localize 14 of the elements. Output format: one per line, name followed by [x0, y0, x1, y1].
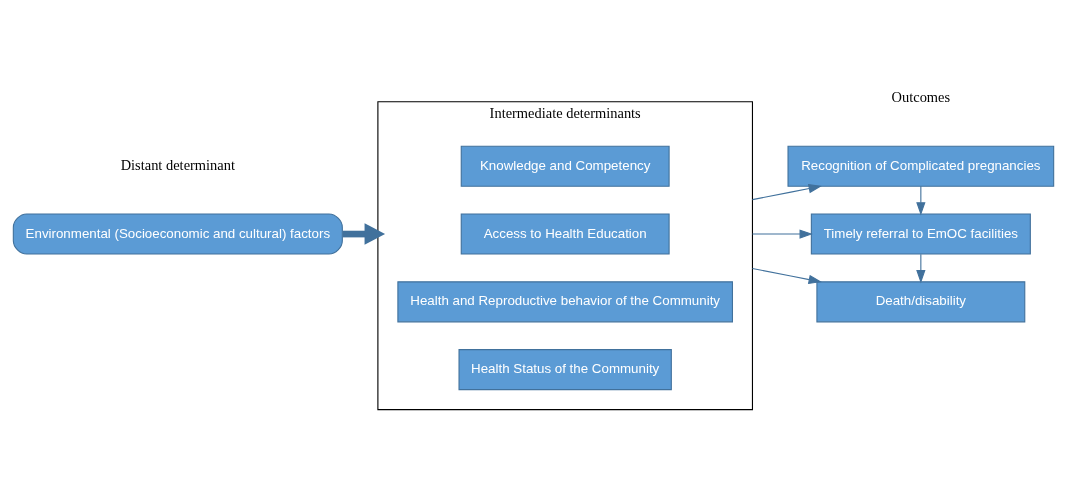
arrow [751, 184, 822, 201]
node-box: Recognition of Complicated pregnancies [787, 145, 1055, 187]
node-box: Health Status of the Community [458, 349, 672, 391]
node-box: Knowledge and Competency [460, 145, 670, 187]
node-box: Health and Reproductive behavior of the Community [397, 281, 733, 323]
node-box: Environmental (Socioeconomic and cultural) factors [12, 213, 343, 255]
arrow [342, 223, 386, 245]
node-box: Death/disability [816, 281, 1026, 323]
label: Distant determinant [120, 157, 235, 174]
arrow [751, 267, 822, 285]
node-box: Access to Health Education [460, 213, 670, 255]
arrow [751, 229, 813, 239]
label: Outcomes [891, 89, 951, 106]
node-box: Timely referral to EmOC facilities [810, 213, 1031, 255]
